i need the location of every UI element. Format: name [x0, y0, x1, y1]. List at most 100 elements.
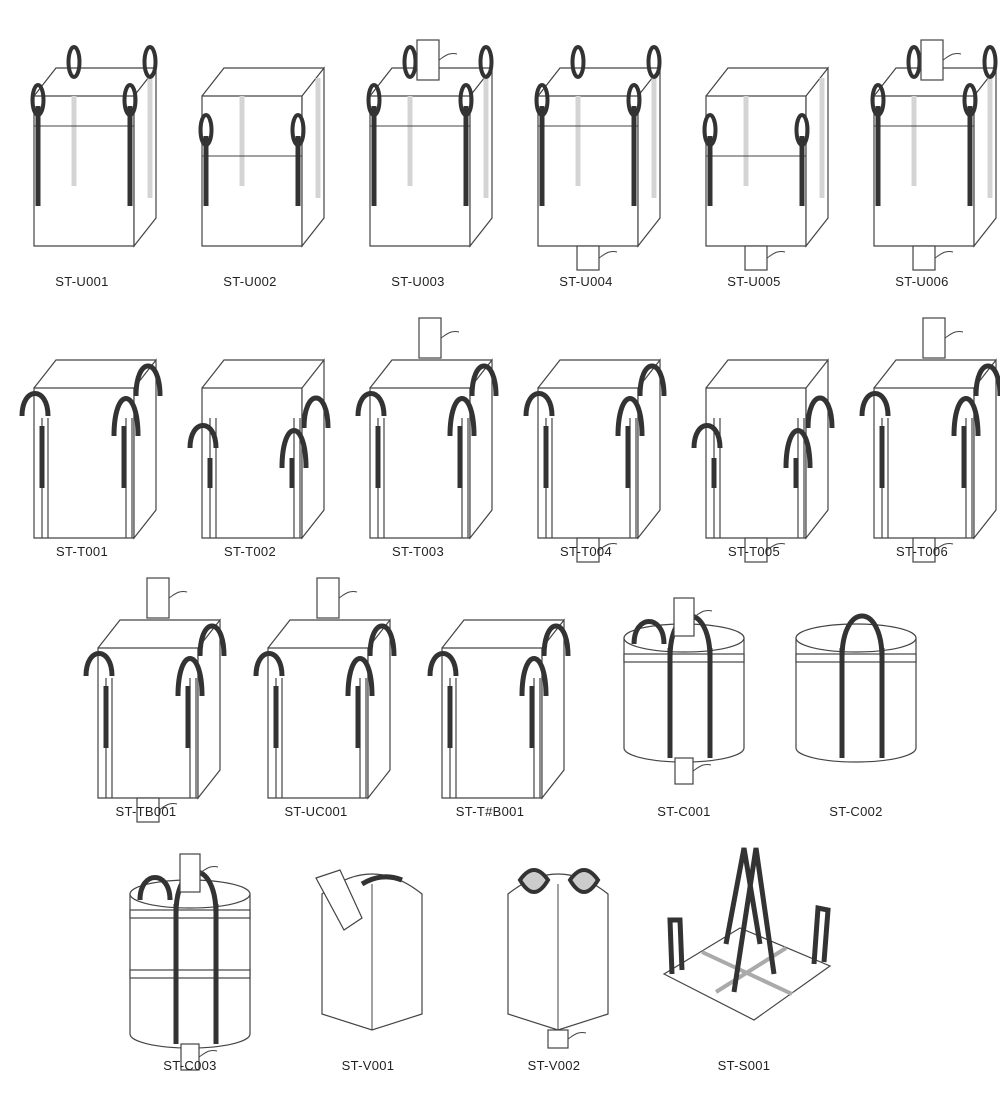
- bag-side-face: [133, 66, 157, 248]
- lifting-loop: [478, 45, 494, 79]
- spout: [920, 39, 944, 81]
- product-code: ST-T#B001: [455, 804, 525, 819]
- bag-top-edge: [537, 359, 660, 389]
- lifting-loop: [783, 428, 813, 469]
- lifting-loop: [794, 113, 810, 147]
- bag-side-face: [197, 618, 221, 800]
- sling-band: [714, 946, 788, 994]
- bag-front-face: [537, 95, 639, 247]
- lifting-loop: [973, 363, 1000, 397]
- spout: [316, 577, 340, 619]
- lifting-loop: [541, 623, 571, 657]
- product-code: ST-U001: [55, 274, 109, 289]
- bag-drawing: [129, 853, 251, 1071]
- lifting-loop: [447, 396, 477, 437]
- belt: [795, 653, 917, 663]
- product-code: ST-TB001: [115, 804, 177, 819]
- product-code: ST-U005: [727, 274, 781, 289]
- product-code: ST-T002: [224, 544, 276, 559]
- lifting-loop: [366, 83, 382, 117]
- lifting-loop: [301, 395, 331, 429]
- bag-drawing: [253, 577, 397, 800]
- bag-side-face: [637, 358, 661, 540]
- bag-drawing: [198, 66, 325, 248]
- lifting-loop: [906, 45, 922, 79]
- lifting-loop: [570, 45, 586, 79]
- spout-tie: [766, 251, 786, 259]
- product-code: ST-T001: [56, 544, 108, 559]
- lifting-loop: [187, 423, 219, 449]
- product-st-c003: ST-C003: [110, 824, 270, 1074]
- bag-drawing: [662, 847, 832, 1021]
- bag-drawing: [870, 39, 998, 271]
- lifting-loop: [951, 396, 981, 437]
- lifting-loop: [962, 83, 978, 117]
- bag-side-face: [973, 66, 997, 248]
- belt: [129, 909, 251, 919]
- bag-drawing: [702, 66, 829, 271]
- product-code: ST-V001: [341, 1058, 395, 1073]
- spout-tie: [692, 764, 712, 772]
- belt: [129, 969, 251, 979]
- bag-front-face: [33, 95, 135, 247]
- product-st-u001: ST-U001: [2, 40, 162, 290]
- spout-tie: [934, 543, 954, 551]
- product-st-t005: ST-T005: [674, 310, 835, 563]
- spout: [179, 853, 201, 893]
- lifting-loop: [631, 619, 667, 645]
- spout: [416, 39, 440, 81]
- bag-side-face: [301, 66, 325, 248]
- spout: [744, 245, 768, 271]
- lifting-loop: [626, 83, 642, 117]
- bag-drawing: [623, 597, 745, 785]
- lifting-loop: [637, 363, 667, 397]
- product-st-t003: ST-T003: [338, 310, 499, 560]
- product-code: ST-UC001: [284, 804, 348, 819]
- lifting-loop: [355, 391, 387, 417]
- lifting-loop: [133, 363, 163, 397]
- bag-side-face: [973, 358, 997, 540]
- bag-top-edge: [97, 619, 220, 649]
- lifting-loop: [122, 83, 138, 117]
- bag-top-edge: [705, 359, 828, 389]
- lifting-loop: [731, 847, 777, 993]
- product-code: ST-U006: [895, 274, 949, 289]
- bag-drawing: [187, 358, 331, 540]
- bag-front-face: [201, 95, 303, 247]
- product-st-uc001: ST-UC001: [236, 570, 397, 820]
- product-st-v001: ST-V001: [288, 824, 448, 1074]
- product-st-s001: ST-S001: [662, 824, 832, 1074]
- bag-side-face: [367, 618, 391, 800]
- spout-tie: [338, 591, 358, 599]
- bag-top-edge: [873, 359, 996, 389]
- bag-side-face: [469, 358, 493, 540]
- product-st-t001: ST-T001: [2, 310, 163, 560]
- product-st-u004: ST-U004: [506, 40, 666, 290]
- spout: [673, 597, 695, 637]
- spout-tie: [158, 803, 178, 811]
- spout-tie: [168, 591, 188, 599]
- bag-top-edge: [33, 359, 156, 389]
- product-st-t006: ST-T006: [842, 310, 1000, 563]
- spout-tie: [693, 610, 713, 618]
- spout-tie: [766, 543, 786, 551]
- lifting-loop: [360, 874, 403, 887]
- product-code: ST-T004: [560, 544, 612, 559]
- product-st-u006: ST-U006: [842, 39, 1000, 290]
- bag-drawing: [691, 358, 835, 563]
- spout: [912, 245, 936, 271]
- spout-tie: [598, 543, 618, 551]
- lifting-loop: [691, 423, 723, 449]
- product-st-u002: ST-U002: [170, 40, 330, 290]
- bag-side-face: [469, 66, 493, 248]
- lifting-loop: [646, 45, 662, 79]
- lifting-loop: [279, 428, 309, 469]
- product-code: ST-C001: [657, 804, 711, 819]
- lifting-loop: [723, 847, 763, 945]
- lifting-loop: [615, 396, 645, 437]
- spout-tie: [438, 53, 458, 61]
- spout-tie: [944, 331, 964, 339]
- lifting-loop: [367, 623, 397, 657]
- lifting-loop: [667, 917, 685, 975]
